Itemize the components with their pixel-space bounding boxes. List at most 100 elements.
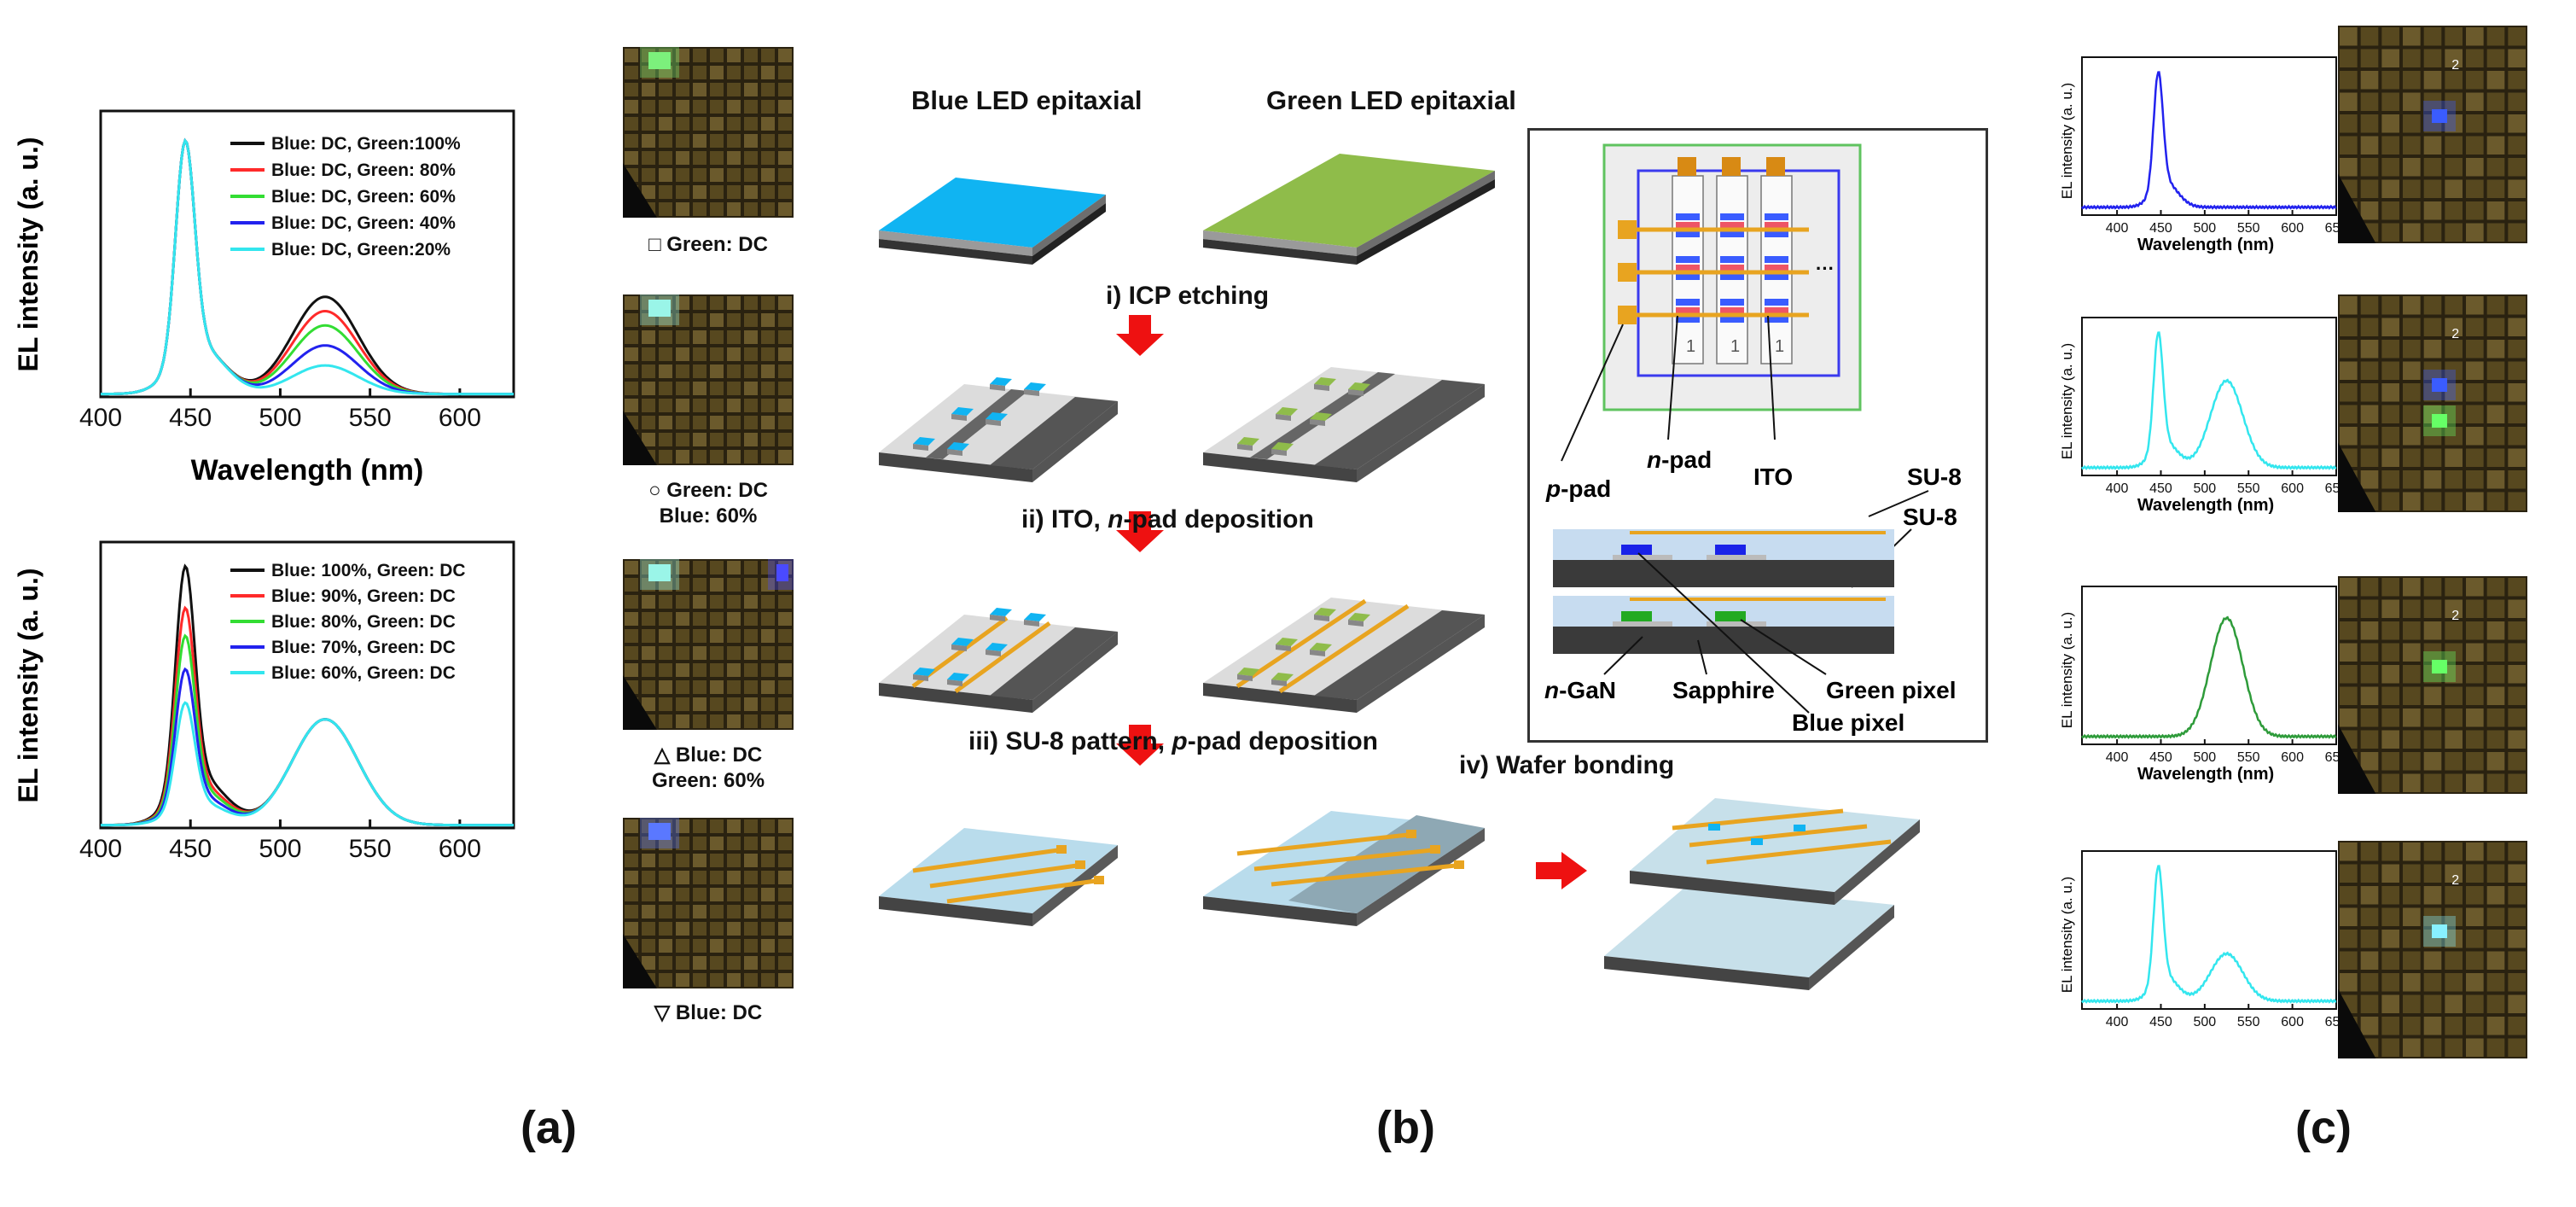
ito-label: ITO	[1753, 464, 1793, 490]
bonded-wafer-top	[1630, 798, 1920, 905]
led-array-photo-1	[623, 47, 794, 218]
series-line	[2080, 331, 2337, 470]
chart-c-3: 400450500550600650Wavelength (nm)EL inte…	[2059, 586, 2338, 784]
x-tick-label: 400	[79, 835, 122, 863]
legend-label: Blue: 90%, Green: DC	[271, 586, 456, 606]
x-tick-label: 450	[2149, 481, 2172, 496]
photo-marker: 2	[2451, 609, 2459, 623]
green-pixel-label: Green pixel	[1826, 677, 1957, 703]
x-tick-label: 550	[2237, 481, 2260, 496]
device-photo-c2: 2	[2338, 294, 2527, 512]
y-axis-label: EL intensity (a. u.)	[2059, 343, 2075, 459]
process-arrow-1	[1116, 315, 1164, 356]
x-tick-label: 450	[2149, 221, 2172, 236]
x-tick-label: 500	[2194, 1015, 2217, 1029]
cross-section-blue	[1553, 529, 1894, 587]
column-marker: 1	[1686, 337, 1695, 356]
series-line	[101, 701, 514, 827]
legend-label: Blue: DC, Green: 80%	[271, 160, 456, 180]
series-line	[101, 137, 514, 396]
column-marker: 1	[1775, 337, 1784, 356]
x-tick-label: 600	[2281, 481, 2304, 496]
y-axis-label: EL intensity (a. u.)	[2059, 877, 2075, 993]
x-tick-label: 600	[2281, 1015, 2304, 1029]
x-tick-label: 600	[439, 404, 481, 432]
green-ito-wafer	[1203, 598, 1485, 713]
x-axis-label: Wavelength (nm)	[191, 454, 424, 487]
x-tick-label: 550	[349, 835, 392, 863]
su8-label-1: SU-8	[1907, 464, 1962, 490]
sapphire-label: Sapphire	[1672, 677, 1775, 703]
column-marker: 1	[1730, 337, 1740, 356]
chart-c-2: 400450500550600650Wavelength (nm)EL inte…	[2059, 317, 2338, 515]
panel-label-b: (b)	[1376, 1102, 1435, 1153]
x-tick-label: 500	[2194, 750, 2217, 765]
device-schematic-box	[1527, 128, 1988, 743]
led-array-photo-2	[623, 294, 794, 465]
step-3-label: iii) SU-8 pattern, p-pad deposition	[968, 727, 1379, 755]
panel-label-a: (a)	[520, 1102, 577, 1153]
x-tick-label: 550	[2237, 750, 2260, 765]
wafer-bonding-diagram	[1536, 798, 1920, 990]
x-tick-label: 500	[2194, 481, 2217, 496]
p-pad-label: p-pad	[1545, 475, 1611, 502]
y-axis-label: EL intensity (a. u.)	[2059, 83, 2075, 199]
blue-etched-wafer	[879, 377, 1118, 482]
series-line	[2080, 615, 2337, 739]
legend-label: Blue: 60%, Green: DC	[271, 663, 456, 683]
x-tick-label: 400	[2106, 221, 2129, 236]
bonded-wafer-bottom	[1604, 883, 1894, 990]
legend-label: Blue: 100%, Green: DC	[271, 561, 466, 580]
x-tick-label: 400	[2106, 750, 2129, 765]
x-tick-label: 650	[2325, 750, 2338, 765]
x-axis-label: Wavelength (nm)	[2137, 496, 2274, 515]
x-axis-label: Wavelength (nm)	[2137, 236, 2274, 254]
panel-label-c: (c)	[2295, 1102, 2352, 1153]
step-1-label: i) ICP etching	[1106, 282, 1270, 310]
photo-marker: 2	[2451, 327, 2459, 341]
x-tick-label: 650	[2325, 221, 2338, 236]
x-tick-label: 450	[2149, 1015, 2172, 1029]
blue-epi-wafer	[879, 178, 1106, 265]
ngan-label: n-GaN	[1544, 677, 1616, 703]
green-su8-wafer	[1203, 811, 1485, 926]
y-axis-label: EL intensity (a. u.)	[13, 137, 44, 372]
x-tick-label: 400	[2106, 481, 2129, 496]
n-pad-label: n-pad	[1647, 446, 1712, 473]
green-etched-wafer	[1203, 367, 1485, 482]
green-epi-wafer	[1203, 154, 1495, 265]
x-tick-label: 500	[2194, 221, 2217, 236]
legend-label: Blue: DC, Green: 60%	[271, 187, 456, 207]
x-tick-label: 450	[169, 404, 212, 432]
device-photo-c3: 2	[2338, 576, 2527, 794]
photo-marker: 2	[2451, 58, 2459, 73]
x-tick-label: 400	[2106, 1015, 2129, 1029]
legend-label: Blue: DC, Green: 40%	[271, 213, 456, 233]
blue-ito-wafer	[879, 608, 1118, 713]
x-tick-label: 400	[79, 404, 122, 432]
process-flow-diagram	[879, 154, 1495, 926]
photo-caption-1: □ Green: DC	[648, 233, 768, 256]
series-line	[2080, 71, 2337, 210]
led-array-photo-3	[623, 559, 794, 730]
ellipsis-label: ···	[1816, 258, 1835, 279]
photo-marker: 2	[2451, 873, 2459, 888]
x-tick-label: 450	[2149, 750, 2172, 765]
x-tick-label: 600	[439, 835, 481, 863]
legend-label: Blue: 70%, Green: DC	[271, 638, 456, 657]
x-tick-label: 600	[2281, 750, 2304, 765]
x-tick-label: 450	[169, 835, 212, 863]
chart-c-4: 400 450 500 550 600 650 EL intensity (a. u.)	[2059, 850, 2338, 1029]
device-photo-c4: 2	[2338, 841, 2527, 1058]
series-line	[2080, 865, 2337, 1004]
x-tick-label: 650	[2325, 1015, 2338, 1029]
x-tick-label: 550	[2237, 1015, 2260, 1029]
cross-section-green	[1553, 596, 1894, 654]
x-tick-label: 550	[349, 404, 392, 432]
chart-c-1: 400450500550600650Wavelength (nm)EL inte…	[2059, 56, 2338, 254]
bonding-arrow	[1536, 852, 1587, 889]
legend-label: Blue: DC, Green:20%	[271, 240, 451, 259]
step-2-label: ii) ITO, n-pad deposition	[1021, 505, 1314, 534]
